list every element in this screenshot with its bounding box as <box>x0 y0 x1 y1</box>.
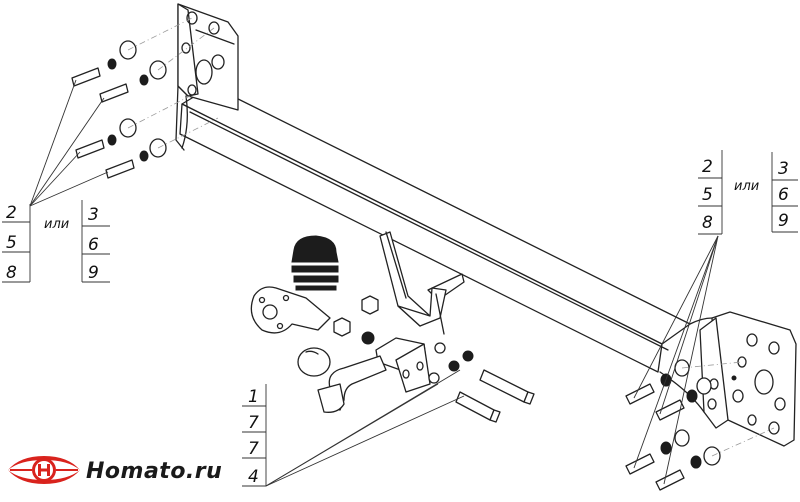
homato-logo-mark <box>8 456 80 484</box>
right-callout-3: 3 <box>778 159 789 179</box>
bottom-callout-1: 1 <box>248 387 259 407</box>
bottom-callout-table: 1 7 7 4 <box>242 384 267 487</box>
center-drawbar-bracket <box>375 231 465 393</box>
left-callout-5: 5 <box>6 233 17 253</box>
left-callout-8: 8 <box>6 263 17 283</box>
left-callout-table: 2 5 8 или 3 6 9 <box>2 200 110 283</box>
right-callout-table: 2 5 8 или 3 6 9 <box>698 150 798 235</box>
left-callout-9: 9 <box>88 263 99 283</box>
socket-plate <box>250 286 331 334</box>
tow-ball-cap <box>291 235 339 291</box>
center-fasteners <box>333 295 474 384</box>
homato-logo: Homato.ru <box>8 456 222 484</box>
bottom-callout-leaders <box>265 369 465 487</box>
bottom-callout-4: 4 <box>248 467 259 487</box>
right-mounting-bracket <box>659 311 797 447</box>
left-mounting-bracket <box>175 3 239 151</box>
bottom-callout-7a: 7 <box>248 413 259 433</box>
left-callout-leaders <box>29 79 109 207</box>
tow-ball-arm <box>297 347 387 413</box>
homato-logo-text: Homato.ru <box>86 459 222 484</box>
right-callout-leaders <box>633 235 719 485</box>
right-callout-or: или <box>734 179 759 194</box>
right-callout-9: 9 <box>778 211 789 231</box>
right-callout-8: 8 <box>702 213 713 233</box>
long-bolts <box>455 369 535 423</box>
cross-beam <box>179 85 691 373</box>
bottom-callout-7b: 7 <box>248 439 259 459</box>
right-callout-6: 6 <box>778 185 789 205</box>
left-callout-or: или <box>44 217 69 232</box>
left-callout-6: 6 <box>88 235 99 255</box>
left-bracket-fasteners <box>71 17 219 179</box>
right-callout-2: 2 <box>702 157 713 177</box>
right-callout-5: 5 <box>702 185 713 205</box>
right-bracket-fasteners <box>625 359 775 491</box>
left-callout-2: 2 <box>6 203 17 223</box>
left-callout-3: 3 <box>88 205 99 225</box>
